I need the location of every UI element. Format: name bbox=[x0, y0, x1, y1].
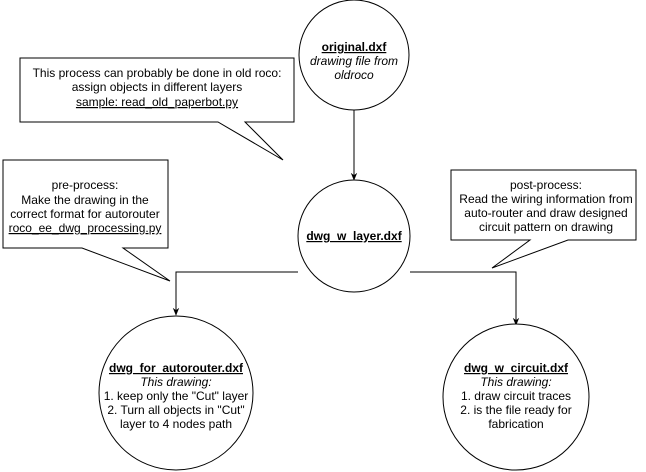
callout-pre-line-2: Make the drawing in the bbox=[21, 193, 149, 207]
node-autorouter-line-2: 2. Turn all objects in "Cut" bbox=[107, 403, 244, 417]
callout-old-roco-line-2: assign objects in different layers bbox=[72, 80, 243, 94]
node-autorouter-line-1: 1. keep only the "Cut" layer bbox=[104, 389, 249, 403]
callout-pre-line-1: pre-process: bbox=[52, 178, 119, 192]
callout-old-roco: This process can probably be done in old… bbox=[19, 57, 295, 161]
node-original-filename: original.dxf bbox=[322, 40, 388, 54]
node-autorouter-line-3: layer to 4 nodes path bbox=[120, 417, 232, 431]
node-original-desc-2: oldroco bbox=[334, 68, 374, 82]
node-circuit-heading: This drawing: bbox=[480, 375, 551, 389]
edge-layer-to-circuit bbox=[410, 271, 520, 326]
callout-old-roco-line-1: This process can probably be done in old… bbox=[33, 66, 282, 80]
node-original: original.dxf drawing file from oldroco bbox=[298, 0, 410, 111]
callout-post-process: post-process: Read the wiring informatio… bbox=[450, 169, 637, 269]
node-original-desc-1: drawing file from bbox=[310, 54, 398, 68]
callout-post-line-4: circuit pattern on drawing bbox=[479, 220, 613, 234]
callout-old-roco-link: sample: read_old_paperbot.py bbox=[76, 95, 238, 109]
node-autorouter: dwg_for_autorouter.dxf This drawing: 1. … bbox=[98, 315, 254, 471]
node-circuit: dwg_w_circuit.dxf This drawing: 1. draw … bbox=[442, 323, 590, 471]
node-circuit-line-1: 1. draw circuit traces bbox=[461, 389, 571, 403]
callout-pre-process: pre-process: Make the drawing in the cor… bbox=[2, 159, 171, 282]
callout-post-line-2: Read the wiring information from bbox=[459, 192, 632, 206]
node-circuit-filename: dwg_w_circuit.dxf bbox=[464, 361, 569, 375]
callout-pre-line-3: correct format for autorouter bbox=[10, 207, 159, 221]
node-layer-filename: dwg_w_layer.dxf bbox=[306, 229, 402, 243]
node-circuit-line-3: fabrication bbox=[488, 417, 543, 431]
node-autorouter-heading: This drawing: bbox=[140, 375, 211, 389]
callout-post-line-1: post-process: bbox=[510, 178, 582, 192]
node-autorouter-filename: dwg_for_autorouter.dxf bbox=[109, 361, 244, 375]
callout-pre-link: roco_ee_dwg_processing.py bbox=[9, 221, 162, 235]
node-circuit-line-2: 2. is the file ready for bbox=[460, 403, 571, 417]
callout-post-line-3: auto-router and draw designed bbox=[464, 206, 627, 220]
node-layer: dwg_w_layer.dxf bbox=[297, 179, 411, 293]
edge-layer-to-autorouter bbox=[172, 271, 298, 316]
